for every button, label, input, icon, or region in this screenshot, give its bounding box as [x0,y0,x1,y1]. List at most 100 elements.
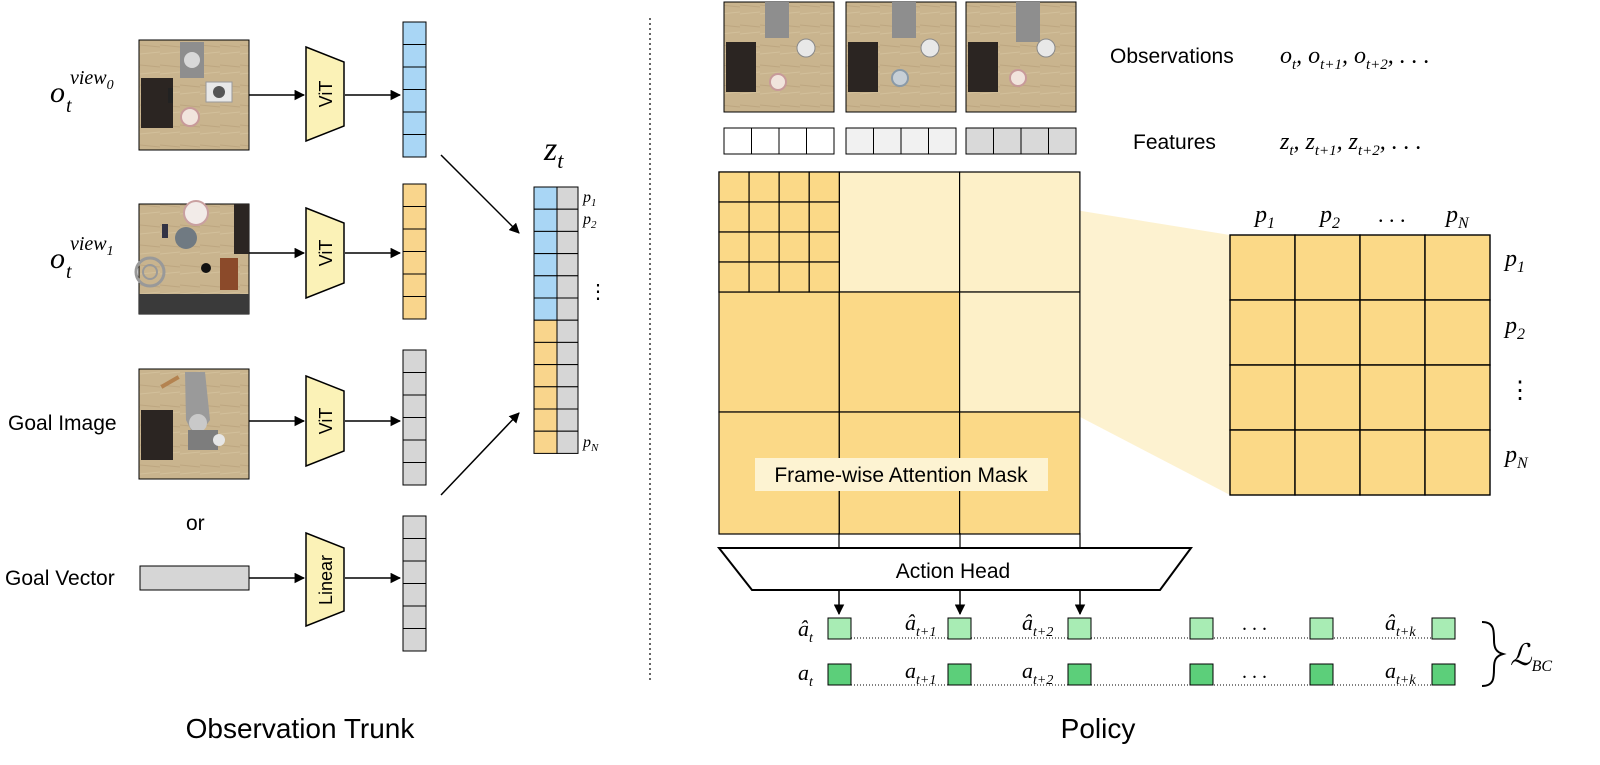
z-pN-label: pN [582,434,599,454]
encoders: ViT ViT ViT Linear [305,45,345,628]
z-goal-token-0 [556,186,579,210]
attention-mask [718,171,1081,548]
gt-box-1 [947,663,972,686]
policy: Observations ot, ot+1, ot+2, . . . Featu… [716,1,1552,744]
z-token-6 [533,319,558,343]
z-goal-token-8 [556,364,579,388]
mask-block-1-0 [718,291,840,413]
view1-sub: t [66,261,72,283]
feature-cell-0-2 [778,127,807,155]
feature-cell-2-2 [1020,127,1049,155]
svg-text:Action Head: Action Head [896,560,1010,583]
action-head-arrows [833,590,1086,616]
zoom-cell-3-1 [1294,429,1361,496]
features-math: zt, zt+1, zt+2, . . . [1279,129,1422,159]
z-token-3 [533,253,558,277]
view0-image [138,39,250,151]
view0-sup: view0 [70,67,114,93]
pred-dots: . . . [1242,613,1267,635]
zoom-cell-1-3 [1424,299,1491,366]
gt-box-4 [1309,663,1334,686]
pred-box-0 [827,617,852,640]
zoom-row-p1: p1 [1503,246,1525,276]
mask-block-0-2 [958,171,1081,293]
svg-text:ViT: ViT [316,240,336,267]
zoom-cell-1-1 [1294,299,1361,366]
gt-box-2 [1067,663,1092,686]
goal-image [138,368,250,480]
or-label: or [186,512,205,535]
mask-subcell-0-3 [808,171,840,203]
z-goal-token-4 [556,275,579,299]
svg-text:ViT: ViT [316,81,336,108]
z-token-10 [533,408,558,432]
token-1-3 [402,251,427,275]
feature-cell-2-3 [1048,127,1077,155]
view1-sup: view1 [70,233,114,259]
token-0-3 [402,89,427,113]
z-goal-token-3 [556,253,579,277]
zoom-cell-0-2 [1359,234,1426,301]
pred-box-1 [947,617,972,640]
token-3-1 [402,538,427,562]
token-0-2 [402,66,427,90]
gt-label-t2: at+2 [1022,658,1053,688]
z-token-8 [533,364,558,388]
token-1-0 [402,183,427,207]
token-0-5 [402,134,427,158]
z-token-grid [533,186,579,454]
zoom-col-p1: p1 [1253,202,1275,232]
pred-label-t2: ât+2 [1022,610,1053,640]
view1-image [134,200,250,315]
z-token-9 [533,386,558,410]
token-2-2 [402,394,427,418]
view1-symbol: o [50,242,65,275]
token-2-5 [402,462,427,486]
mask-subcell-1-0 [718,201,750,233]
gt-box-5 [1431,663,1456,686]
pred-label-t1: ât+1 [905,610,936,640]
ground-truth-actions: at at+1 at+2 . . . at+k [798,658,1456,690]
zoom-cell-1-2 [1359,299,1426,366]
z-token-1 [533,208,558,232]
encoder-vit-0: ViT [305,45,345,143]
token-0-0 [402,21,427,45]
pred-label-tk: ât+k [1385,610,1416,640]
feature-cell-1-0 [845,127,874,155]
mask-subcell-2-2 [778,231,810,263]
zoom-grid [1229,234,1491,496]
feature-cell-0-1 [751,127,780,155]
feature-cell-1-3 [928,127,957,155]
loss-label: ℒBC [1510,639,1552,675]
observation-thumbnails [723,1,1077,113]
z-goal-token-7 [556,341,579,366]
token-stacks [402,21,427,652]
zoom-row-dots: ⋮ [1508,378,1532,404]
z-dots-label: ⋮ [588,281,608,303]
gt-box-0 [827,663,852,686]
mask-subcell-2-3 [808,231,840,263]
mask-subcell-0-0 [718,171,750,203]
observations-label: Observations [1110,45,1234,68]
gt-dots: . . . [1242,661,1267,683]
z-token-2 [533,230,558,255]
pred-box-5 [1431,617,1456,640]
feature-strips [723,127,1077,155]
z-goal-token-5 [556,297,579,321]
feature-cell-1-2 [900,127,929,155]
mask-subcell-2-1 [748,231,780,263]
z-token-0 [533,186,558,210]
z-token-5 [533,297,558,321]
pred-label-t: ât [798,616,814,646]
mask-subcell-0-2 [778,171,810,203]
trunk-arrows [249,89,520,584]
mask-subcell-1-2 [778,201,810,233]
gt-label-tk: at+k [1385,658,1416,688]
mask-subcell-3-2 [778,261,810,293]
mask-subcell-3-1 [748,261,780,293]
feature-cell-0-0 [723,127,752,155]
feature-cell-0-3 [806,127,835,155]
z-goal-token-11 [556,430,579,454]
observation-thumb-0 [723,1,835,113]
z-goal-token-9 [556,386,579,410]
